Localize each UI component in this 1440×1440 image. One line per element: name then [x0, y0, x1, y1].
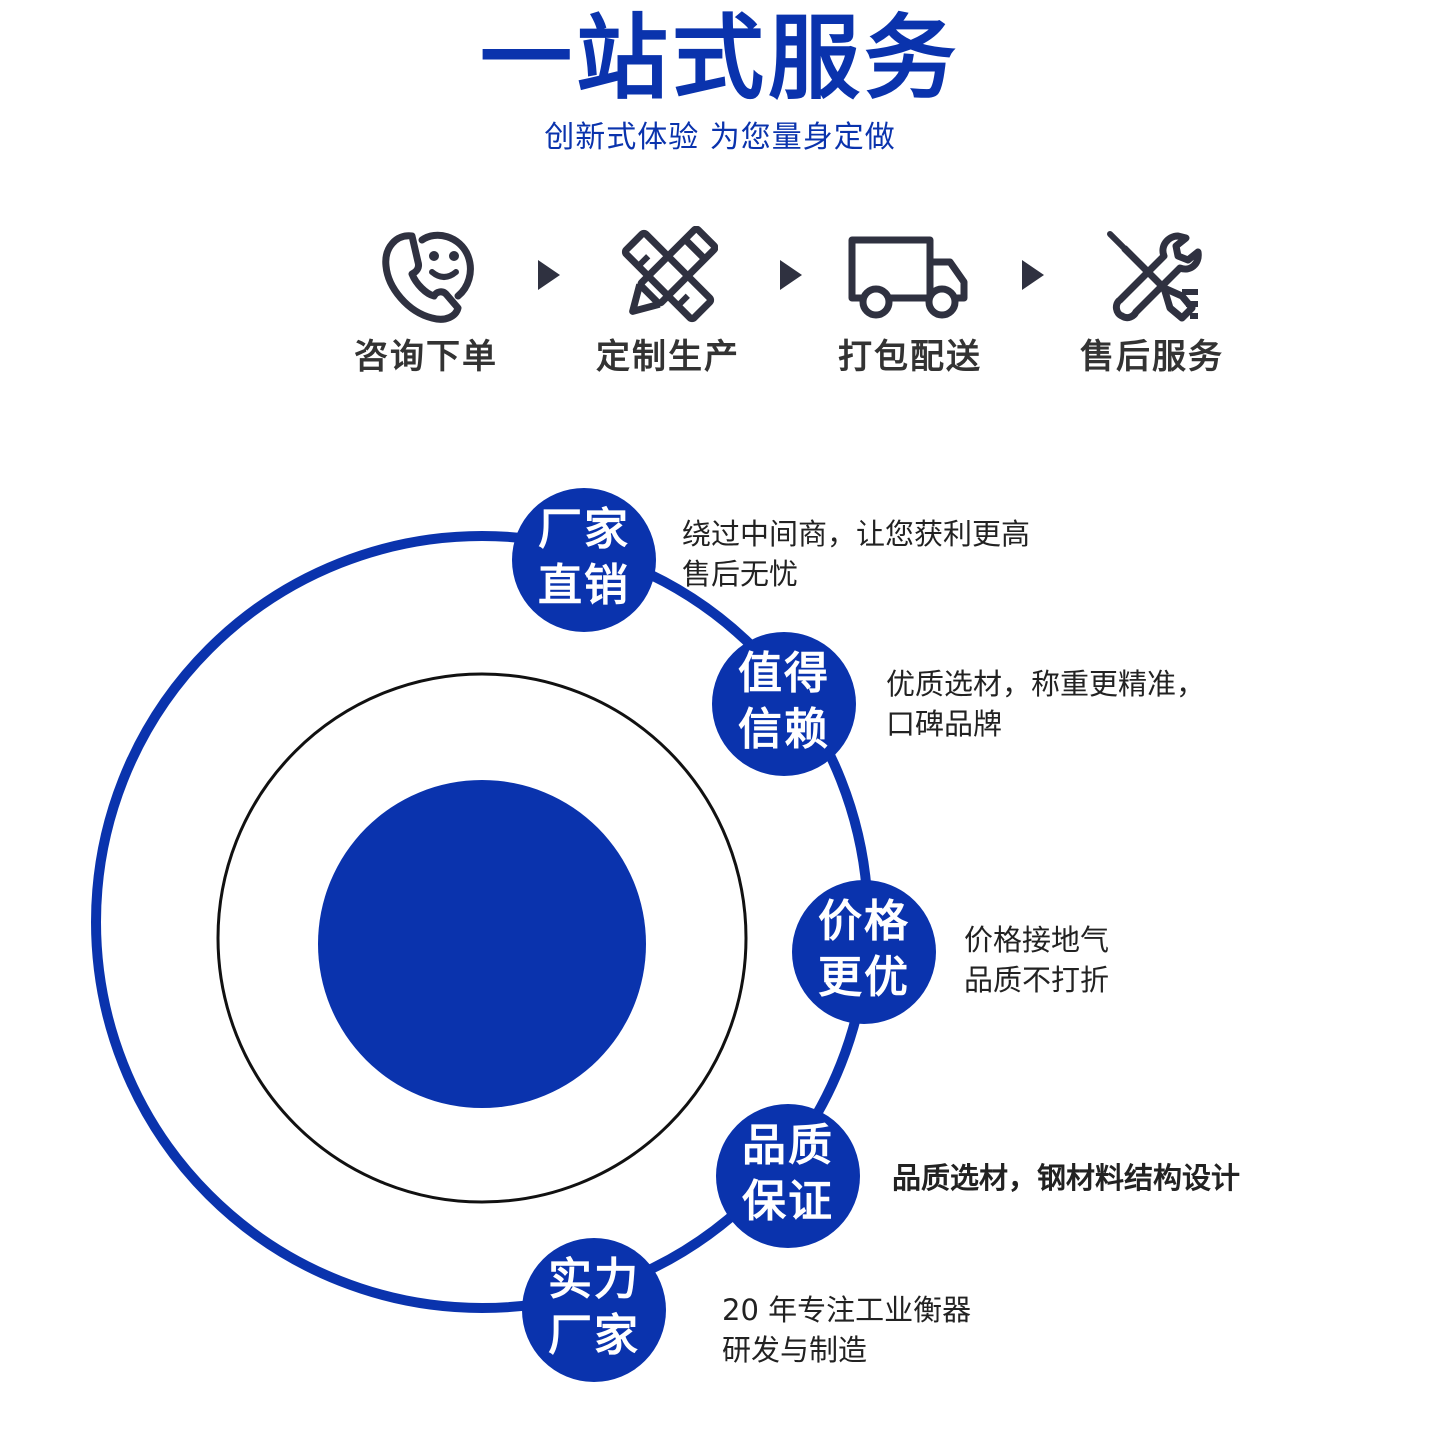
feature-desc-quality: 品质选材，钢材料结构设计 [892, 1158, 1240, 1198]
step-after-sales: 售后服务 [1062, 220, 1242, 390]
feature-title-line: 实力 [548, 1254, 640, 1305]
feature-desc-line: 研发与制造 [722, 1333, 868, 1367]
feature-desc-line: 品质不打折 [964, 963, 1110, 997]
feature-desc-line: 20 年专注工业衡器 [722, 1293, 972, 1327]
feature-node-strong-factory: 实力 厂家 [522, 1238, 666, 1382]
phone-smile-icon [382, 231, 474, 323]
feature-node-trustworthy: 值得 信赖 [712, 632, 856, 776]
feature-title-line: 价格 [818, 896, 910, 947]
center-disc [318, 780, 646, 1108]
feature-desc-line: 品质选材，钢材料结构设计 [892, 1161, 1241, 1195]
page-subtitle: 创新式体验 为您量身定做 [544, 120, 896, 155]
feature-title-line: 厂家 [538, 504, 630, 555]
feature-desc-line: 售后无忧 [682, 557, 799, 591]
step-arrow-icon [780, 260, 802, 290]
pencil-ruler-icon [621, 226, 718, 323]
feature-node-better-price: 价格 更优 [792, 880, 936, 1024]
step-arrow-icon [538, 260, 560, 290]
feature-desc-line: 优质选材，称重更精准， [886, 667, 1206, 701]
feature-title-line: 信赖 [738, 704, 830, 755]
feature-node-direct-sales: 厂家 直销 [512, 488, 656, 632]
feature-title-line: 值得 [738, 648, 830, 699]
feature-title-line: 直销 [538, 560, 630, 611]
feature-desc-better-price: 价格接地气 品质不打折 [964, 920, 1109, 1000]
feature-title-line: 品质 [742, 1120, 834, 1171]
service-steps: 咨询下单 定制生产 打包配送 [0, 220, 1440, 390]
feature-node-quality: 品质 保证 [716, 1104, 860, 1248]
page-title: 一站式服务 [479, 5, 960, 112]
tools-icon [1107, 231, 1202, 322]
step-label: 定制生产 [596, 337, 740, 377]
feature-desc-line: 口碑品牌 [886, 707, 1003, 741]
feature-desc-line: 绕过中间商，让您获利更高 [682, 517, 1031, 551]
step-label: 咨询下单 [354, 337, 498, 377]
step-pack-deliver: 打包配送 [820, 220, 1000, 390]
truck-icon [848, 236, 968, 319]
step-custom-production: 定制生产 [578, 220, 758, 390]
step-arrow-icon [1022, 260, 1044, 290]
feature-title-line: 更优 [818, 952, 910, 1003]
feature-desc-line: 价格接地气 [964, 923, 1110, 957]
step-label: 打包配送 [838, 337, 982, 377]
feature-desc-strong-factory: 20 年专注工业衡器 研发与制造 [722, 1290, 971, 1370]
feature-title-line: 厂家 [548, 1310, 640, 1361]
step-consult-order: 咨询下单 [336, 220, 516, 390]
step-label: 售后服务 [1080, 337, 1224, 377]
feature-desc-direct-sales: 绕过中间商，让您获利更高 售后无忧 [682, 514, 1030, 594]
inner-ring [216, 672, 748, 1204]
feature-title-line: 保证 [742, 1176, 834, 1227]
feature-desc-trustworthy: 优质选材，称重更精准， 口碑品牌 [886, 664, 1205, 744]
